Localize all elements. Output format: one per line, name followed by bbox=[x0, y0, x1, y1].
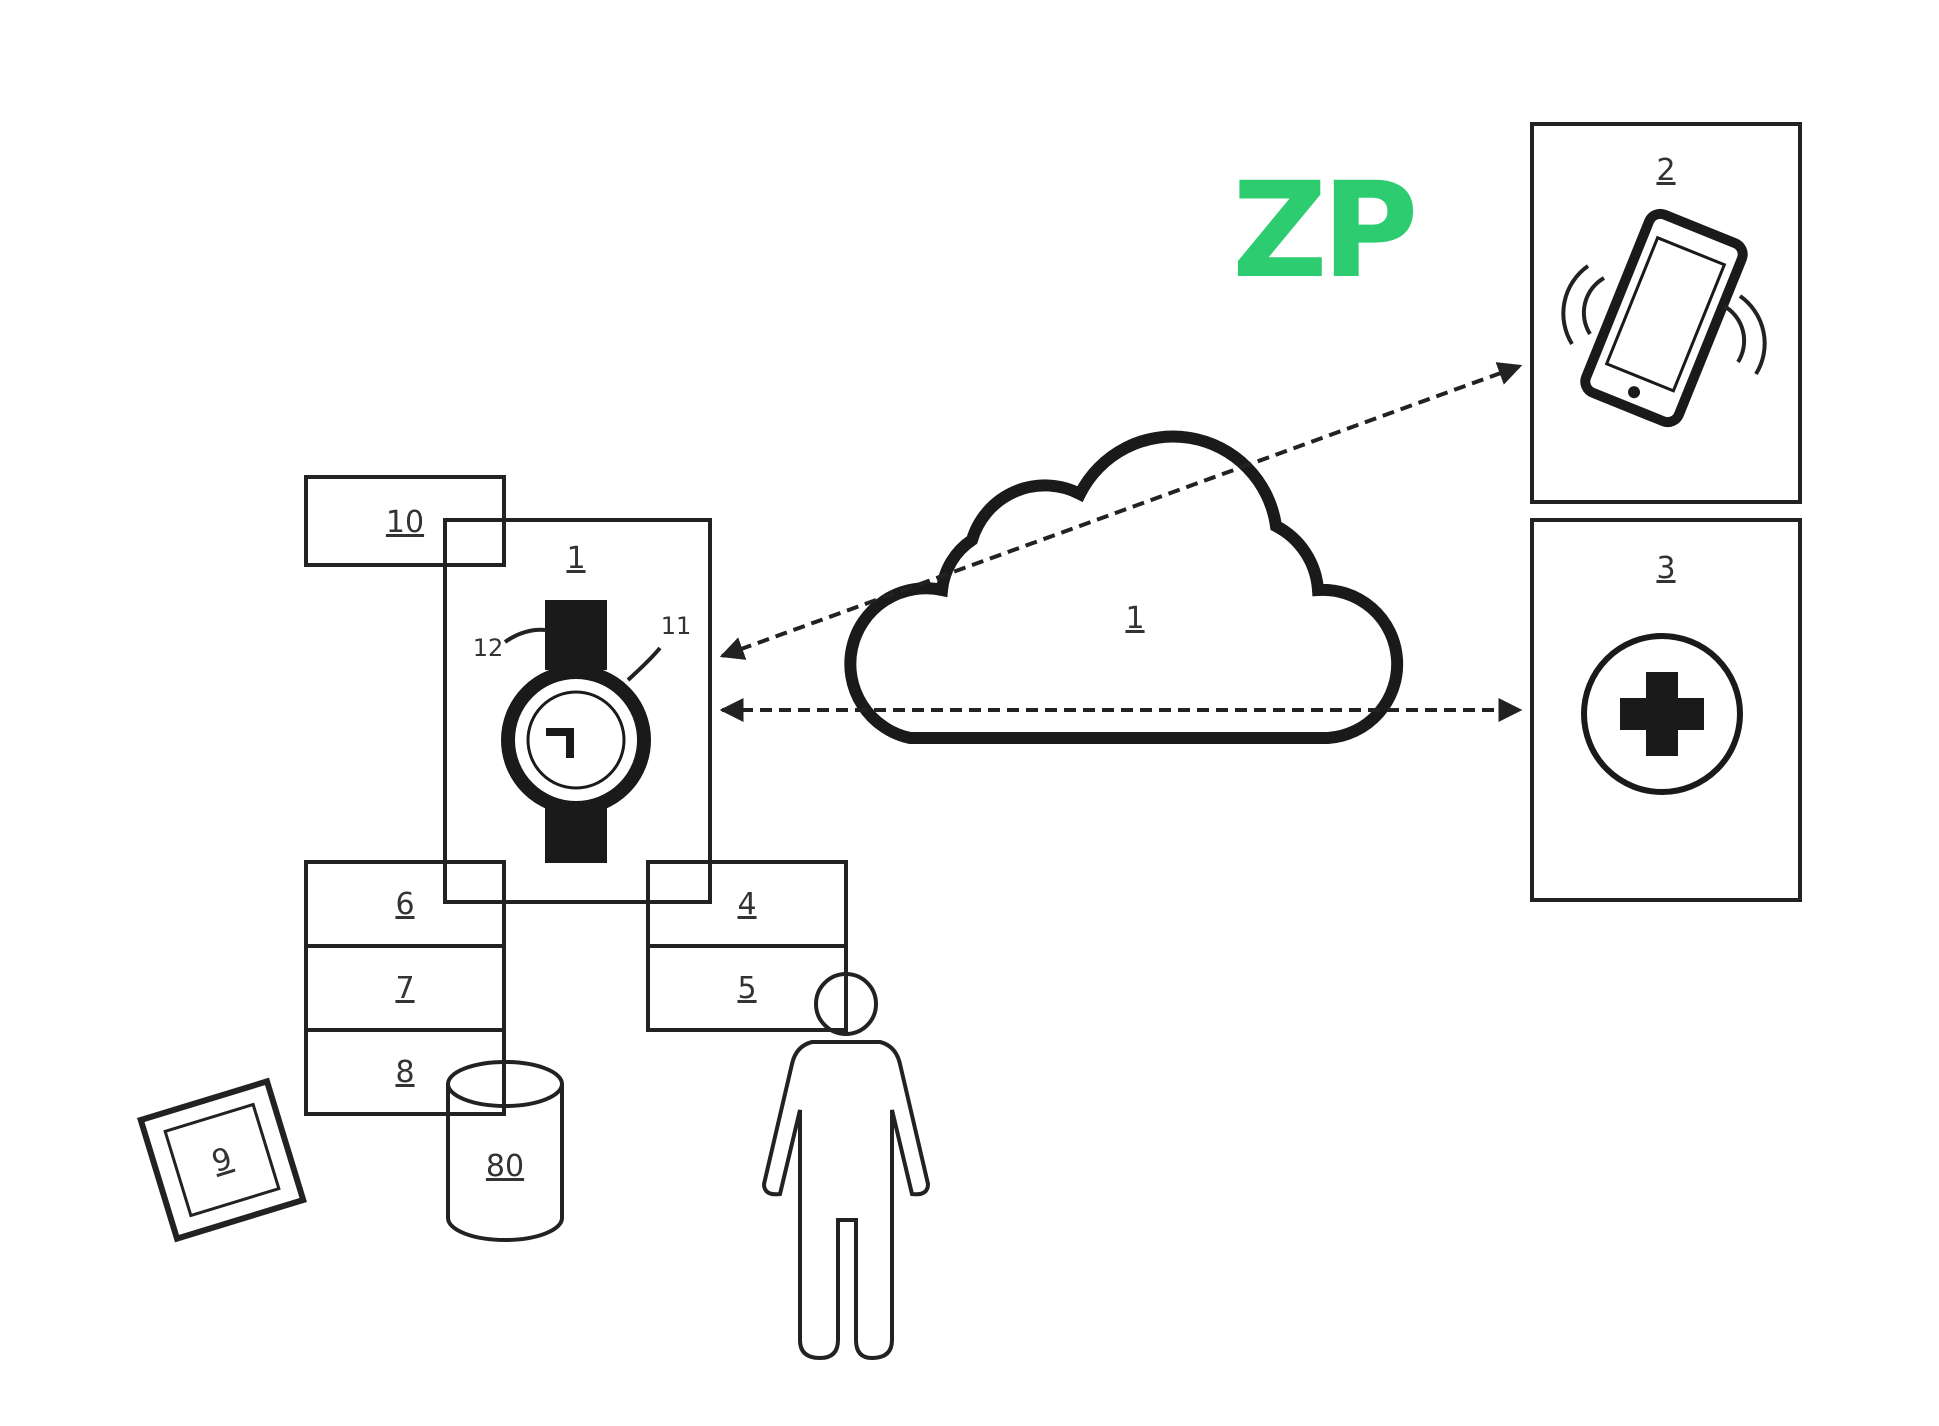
box-3-label: 3 bbox=[1656, 551, 1675, 586]
box-6-label: 6 bbox=[395, 887, 414, 922]
callout-12: 12 bbox=[473, 630, 546, 662]
box-8-label: 8 bbox=[395, 1055, 414, 1090]
watch-icon bbox=[508, 600, 644, 863]
box-5-label: 5 bbox=[737, 971, 756, 1006]
box-10-label: 10 bbox=[386, 505, 424, 540]
box-1-label: 1 bbox=[566, 541, 585, 576]
svg-text:12: 12 bbox=[473, 634, 504, 662]
box-4-label: 4 bbox=[737, 887, 756, 922]
cloud-icon: 1 bbox=[850, 437, 1397, 738]
database-label: 80 bbox=[486, 1149, 524, 1184]
cloud-label: 1 bbox=[1125, 601, 1144, 636]
box-2-label: 2 bbox=[1656, 153, 1675, 188]
box-7-label: 7 bbox=[395, 971, 414, 1006]
tablet-icon: 9 bbox=[141, 1081, 303, 1238]
smartphone-icon bbox=[1582, 210, 1747, 425]
callout-11: 11 bbox=[628, 612, 691, 680]
medical-cross-icon bbox=[1584, 636, 1740, 792]
stack-6-7-8: 6 7 8 bbox=[306, 862, 504, 1114]
zp-logo: ZP bbox=[1232, 154, 1414, 308]
svg-text:11: 11 bbox=[661, 612, 692, 640]
